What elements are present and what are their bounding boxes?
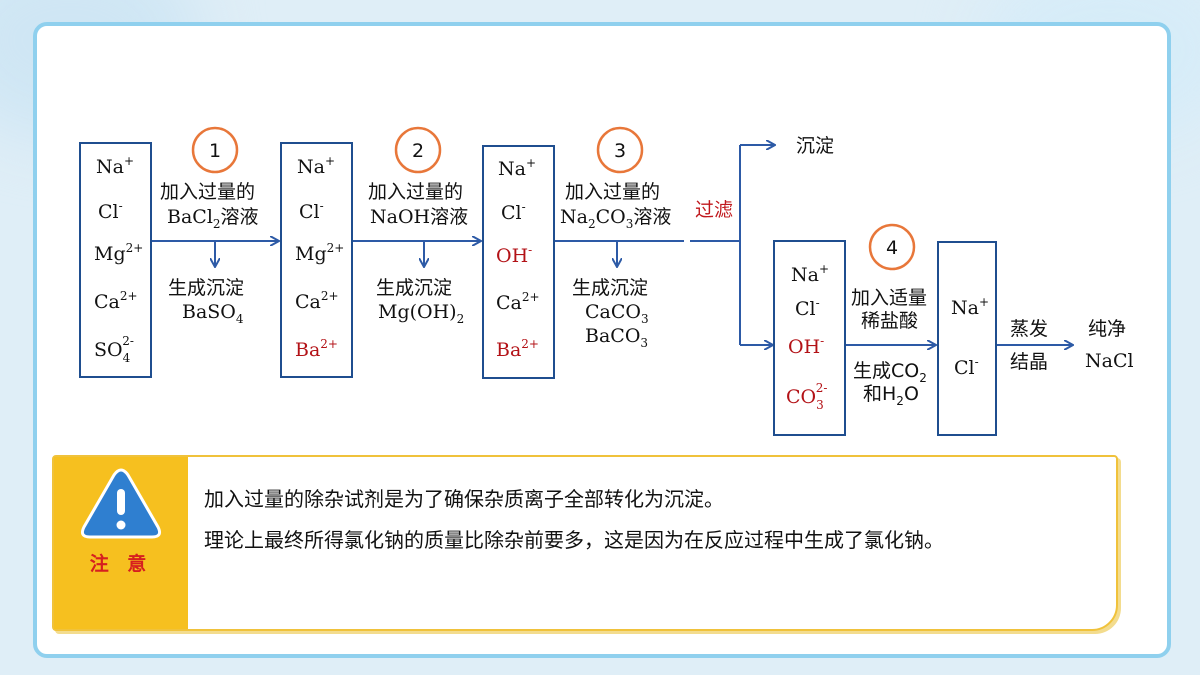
step-3-action: 加入过量的 <box>565 181 660 203</box>
warning-triangle-icon <box>81 468 161 539</box>
result-line2: NaCl <box>1085 350 1134 372</box>
note-line-2: 理论上最终所得氯化钠的质量比除杂前要多，这是因为在反应过程中生成了氯化钠。 <box>204 528 944 552</box>
step-1-reagent: BaCl2溶液 <box>167 206 259 231</box>
ion-cl: Cl- <box>299 199 324 223</box>
ion-cl: Cl- <box>98 199 123 223</box>
step-1-product: BaSO4 <box>182 301 244 326</box>
ion-box-4 <box>773 240 846 436</box>
ion-na: Na+ <box>951 295 989 319</box>
step-3-product-b: BaCO3 <box>585 325 648 350</box>
ion-cl: Cl- <box>795 296 820 320</box>
ion-mg: Mg2+ <box>295 241 344 265</box>
ion-ca: Ca2+ <box>295 289 339 313</box>
step-4-action-line2: 稀盐酸 <box>861 310 918 332</box>
ion-ca: Ca2+ <box>496 290 540 314</box>
step-number-3-label: 3 <box>614 140 626 162</box>
ion-box-3 <box>482 145 555 379</box>
step-number-2 <box>394 126 442 174</box>
step-4-action-line1: 加入适量 <box>851 287 927 309</box>
step-3-product-a: CaCO3 <box>585 301 649 326</box>
ion-box-5 <box>937 241 997 436</box>
step-number-4-label: 4 <box>886 237 898 259</box>
note-side-bar: 注 意 <box>54 457 188 629</box>
ion-cl: Cl- <box>954 355 979 379</box>
filter-label: 过滤 <box>695 199 733 221</box>
step-2-reagent: NaOH溶液 <box>370 206 468 228</box>
step-number-4 <box>868 223 916 271</box>
ion-co3: CO32- <box>786 381 827 412</box>
ion-oh: OH- <box>788 334 824 358</box>
ion-na: Na+ <box>96 154 134 178</box>
ion-ba: Ba2+ <box>496 337 539 361</box>
step-number-1 <box>191 126 239 174</box>
step-2-action: 加入过量的 <box>368 181 463 203</box>
step-4-product-line1: 生成CO2 <box>853 360 927 385</box>
note-text: 加入过量的除杂试剂是为了确保杂质离子全部转化为沉淀。 理论上最终所得氯化钠的质量… <box>204 479 1084 561</box>
note-label: 注 意 <box>89 553 153 575</box>
step-3-reagent: Na2CO3溶液 <box>560 206 671 231</box>
step-number-1-label: 1 <box>209 140 221 162</box>
result-line1: 纯净 <box>1088 318 1126 340</box>
ion-box-2 <box>280 142 353 378</box>
step-4-product-line2: 和H2O <box>863 383 919 408</box>
step-2-product: Mg(OH)2 <box>378 301 464 326</box>
ion-box-1 <box>79 142 152 378</box>
precipitate-label: 沉淀 <box>796 135 834 157</box>
step-3-product-title: 生成沉淀 <box>572 277 648 299</box>
step-2-product-title: 生成沉淀 <box>376 277 452 299</box>
step-1-action: 加入过量的 <box>160 181 255 203</box>
step-number-3 <box>596 126 644 174</box>
ion-oh: OH- <box>496 243 532 267</box>
step-number-2-label: 2 <box>412 140 424 162</box>
step-1-product-title: 生成沉淀 <box>168 277 244 299</box>
step-5-line2: 结晶 <box>1010 351 1048 373</box>
ion-mg: Mg2+ <box>94 241 143 265</box>
ion-so4: SO42- <box>94 334 134 365</box>
ion-na: Na+ <box>498 156 536 180</box>
ion-na: Na+ <box>297 154 335 178</box>
ion-na: Na+ <box>791 262 829 286</box>
note-panel: 注 意 加入过量的除杂试剂是为了确保杂质离子全部转化为沉淀。 理论上最终所得氯化… <box>52 455 1118 631</box>
step-5-line1: 蒸发 <box>1010 318 1048 340</box>
note-line-1: 加入过量的除杂试剂是为了确保杂质离子全部转化为沉淀。 <box>204 487 724 511</box>
ion-ca: Ca2+ <box>94 289 138 313</box>
ion-cl: Cl- <box>501 200 526 224</box>
ion-ba: Ba2+ <box>295 337 338 361</box>
